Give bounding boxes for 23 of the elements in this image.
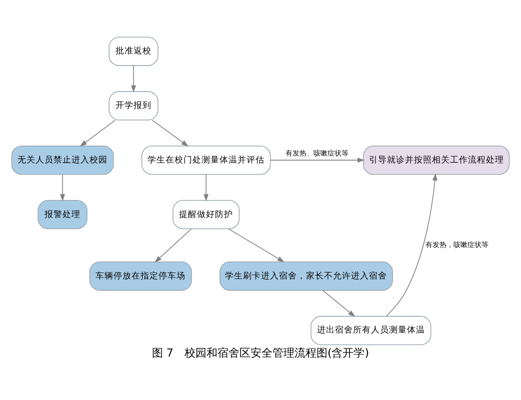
caption: 图 7 校园和宿舍区安全管理流程图(含开学) [152, 346, 370, 360]
arrow [60, 174, 66, 202]
node-box: 批准返校 [108, 36, 158, 66]
node-box: 提醒做好防护 [172, 200, 240, 230]
node-box: 无关人员禁止进入校园 [11, 146, 114, 175]
arrow [154, 228, 192, 263]
arrow [80, 120, 116, 147]
arrow [322, 290, 356, 317]
arrow [131, 65, 136, 92]
arrow [228, 228, 285, 262]
arrow [152, 120, 188, 147]
node-box: 报警处理 [38, 200, 88, 230]
node-box: 车辆停放在指定停车场 [89, 262, 192, 291]
node-box: 引导就诊并按照相关工作流程处理 [363, 146, 510, 175]
node-box: 学生在校门处测量体温并评估 [141, 146, 271, 175]
node-box: 进出宿舍所有人员测量体温 [310, 316, 432, 346]
arrow [386, 173, 438, 316]
arrow [270, 158, 365, 163]
node-box: 开学报到 [108, 91, 158, 120]
node-box: 学生刷卡进入宿舍，家长不允许进入宿舍 [219, 262, 393, 291]
arrow [204, 174, 209, 202]
edge-label: 有发热，咳嗽症状等 [425, 240, 488, 250]
edge-label: 有发热、咳嗽症状等 [285, 148, 348, 158]
